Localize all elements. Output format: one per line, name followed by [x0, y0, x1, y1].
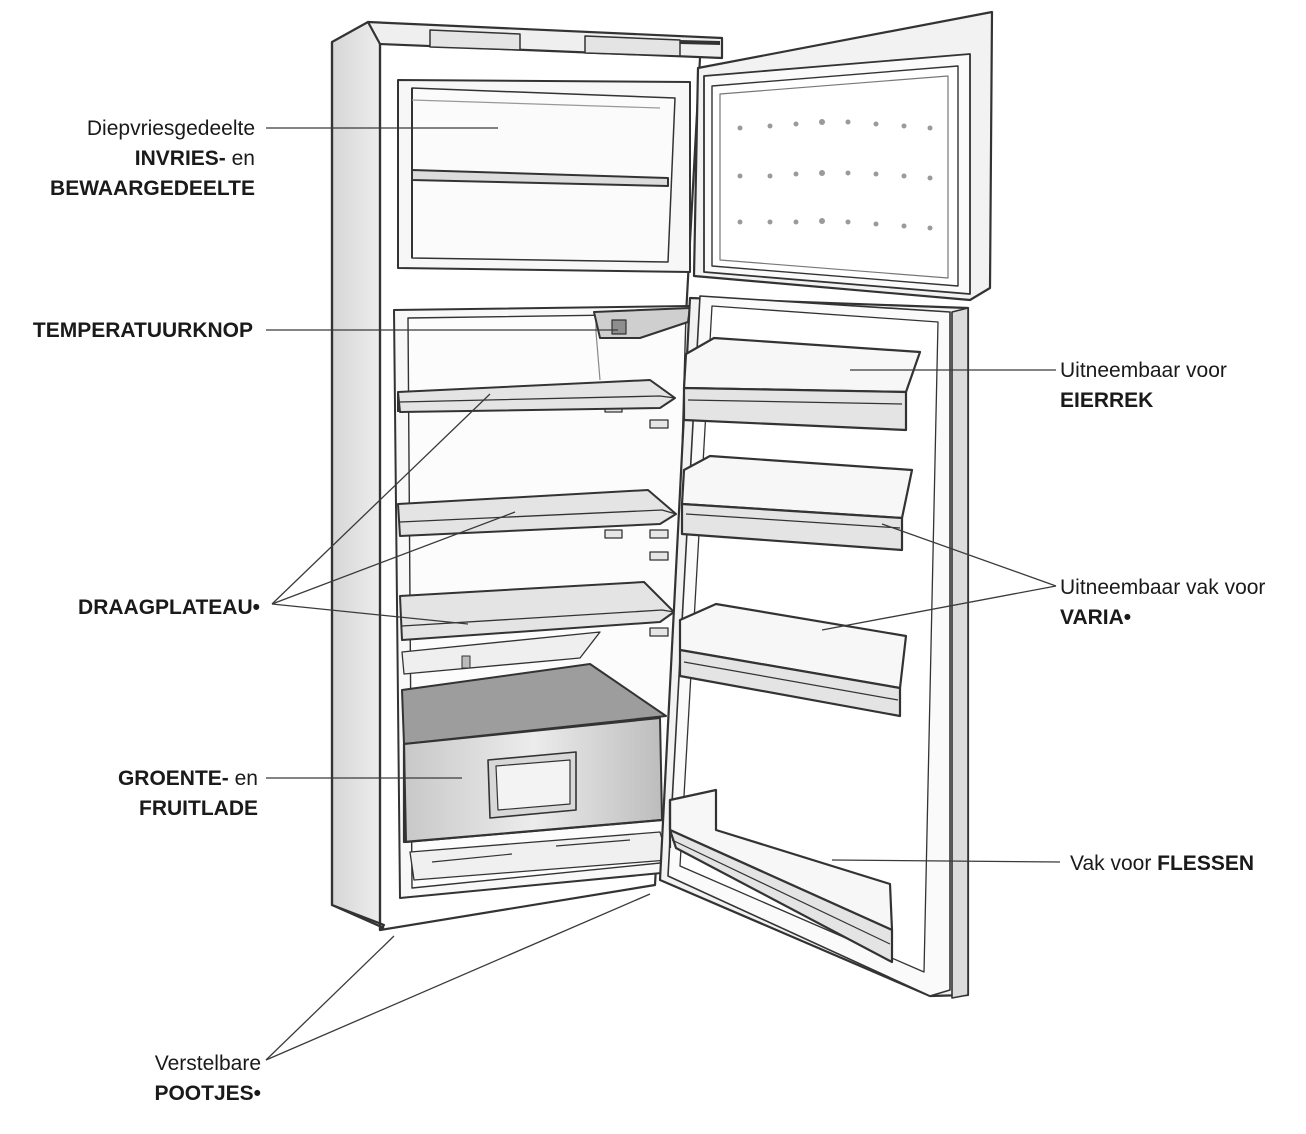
label-feet-mark: • [253, 1082, 261, 1105]
label-freezer-line1: Diepvriesgedeelte [86, 117, 255, 140]
glass-shelf-1 [397, 379, 676, 413]
leader-feet-1 [265, 935, 395, 1061]
glass-shelf-3 [399, 581, 675, 641]
leader-varia-2 [821, 585, 1057, 631]
label-bottles: Vak voor FLESSEN [1070, 849, 1254, 879]
freezer-shelf [411, 169, 669, 187]
freezer-door [692, 10, 994, 302]
label-feet-line2: POOTJES [154, 1082, 254, 1105]
label-varia-mark: • [1123, 606, 1132, 629]
label-crisper-line2: FRUITLADE [139, 797, 258, 820]
label-bottles-prefix: Vak voor [1070, 852, 1158, 875]
leader-feet-2 [265, 893, 651, 1061]
label-thermostat-text: TEMPERATUURKNOP [32, 319, 253, 342]
leader-shelf-1 [271, 393, 491, 605]
cabinet [330, 20, 724, 932]
label-shelves-text: DRAAGPLATEAU [78, 596, 253, 619]
leader-shelf-3 [271, 603, 469, 625]
fridge-door [658, 295, 970, 999]
door-bin-eggs [682, 336, 922, 394]
door-bin-varia-1 [680, 454, 914, 520]
label-varia: Uitneembaar vak voor VARIA• [1060, 573, 1265, 633]
label-feet-line1: Verstelbare [154, 1052, 261, 1075]
label-freezer-line2-rest: en [225, 147, 255, 170]
freezer-compartment [397, 79, 691, 273]
leader-varia-1 [881, 523, 1057, 587]
door-bin-varia-2 [678, 602, 908, 690]
label-freezer-line2-bold: INVRIES- [134, 147, 226, 170]
glass-shelf-2 [397, 489, 677, 537]
leader-bottles [831, 859, 1061, 863]
label-feet: Verstelbare POOTJES• [154, 1049, 261, 1109]
label-crisper: GROENTE- en FRUITLADE [118, 764, 258, 824]
cabinet-side-wall [330, 20, 386, 932]
fridge-compartment [393, 305, 691, 899]
label-egg-line1: Uitneembaar voor [1060, 359, 1227, 382]
label-egg-line2: EIERREK [1060, 389, 1154, 412]
label-freezer: Diepvriesgedeelte INVRIES- en BEWAARGEDE… [50, 114, 255, 204]
label-shelves: DRAAGPLATEAU• [78, 593, 260, 623]
label-varia-line1: Uitneembaar vak voor [1060, 576, 1266, 599]
label-egg-tray: Uitneembaar voor EIERREK [1060, 356, 1227, 416]
label-crisper-line1-rest: en [228, 767, 258, 790]
leader-shelf-2 [271, 511, 516, 605]
label-thermostat: TEMPERATUURKNOP [33, 316, 253, 346]
label-bottles-bold: FLESSEN [1157, 852, 1255, 875]
label-crisper-line1-bold: GROENTE- [117, 767, 229, 790]
leader-lines [265, 127, 1061, 1061]
label-shelves-mark: • [252, 596, 260, 619]
label-varia-line2: VARIA [1060, 606, 1124, 629]
label-freezer-line3: BEWAARGEDEELTE [50, 177, 255, 200]
crisper-lid [401, 663, 667, 745]
